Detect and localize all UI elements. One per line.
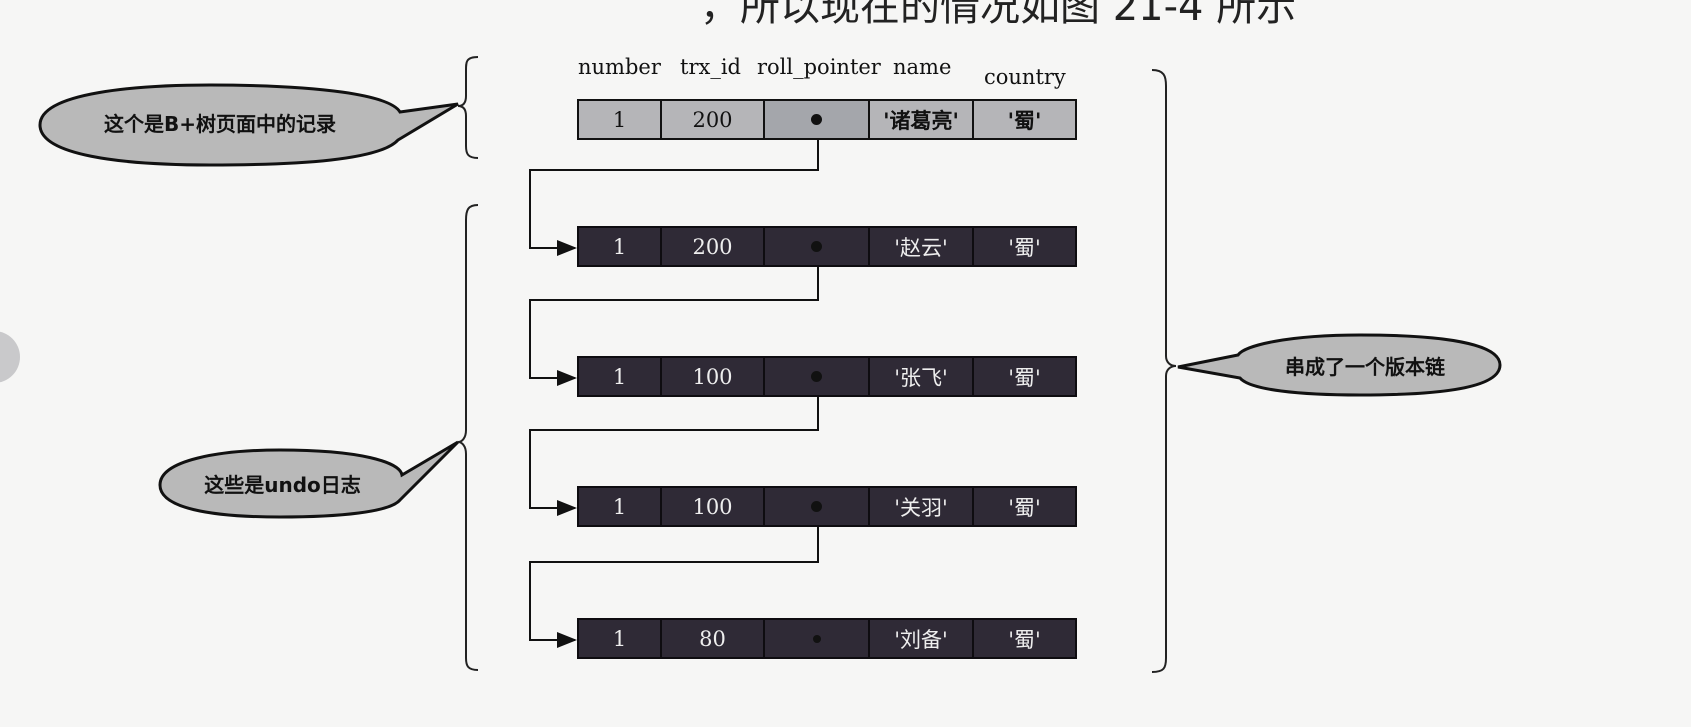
brace-undo: [457, 204, 479, 671]
cell-country: '蜀': [1008, 235, 1041, 260]
callout-undo: 这些是undo日志: [165, 455, 400, 511]
cell-number: 1: [579, 620, 662, 657]
column-header-name: name: [893, 55, 952, 79]
pointer-dot-icon: [811, 371, 822, 382]
cell-country: '蜀': [1007, 107, 1042, 133]
callout-chain-text: 串成了一个版本链: [1285, 354, 1445, 379]
column-header-country: country: [984, 65, 1066, 89]
cell-country: '蜀': [1008, 495, 1041, 520]
record-row: 1 200 '诸葛亮' '蜀': [577, 99, 1077, 140]
null-pointer-dot-icon: [812, 634, 821, 643]
column-header-number: number: [578, 55, 661, 79]
callout-bubble-record: [38, 83, 459, 167]
undo-log-row: 1 100 '张飞' '蜀': [577, 356, 1077, 397]
callout-undo-text: 这些是undo日志: [204, 472, 361, 497]
undo-log-row: 1 80 '刘备' '蜀': [577, 618, 1077, 659]
cell-number: 1: [579, 488, 662, 525]
cell-trx-id: 200: [662, 228, 765, 265]
callout-bubble-chain: [1177, 333, 1502, 397]
cell-name: '关羽': [870, 488, 974, 525]
page-caption-fragment: ，所以现在的情况如图 21-4 所示: [700, 0, 1297, 30]
cell-trx-id: 80: [662, 620, 765, 657]
callout-chain: 串成了一个版本链: [1235, 338, 1495, 392]
cell-trx-id: 200: [662, 101, 765, 138]
cell-country: '蜀': [1008, 365, 1041, 390]
cell-number: 1: [579, 358, 662, 395]
pointer-arrow-2: [529, 250, 819, 386]
pointer-arrow-3: [529, 380, 819, 516]
cell-country: '蜀': [1008, 627, 1041, 652]
column-header-roll-pointer: roll_pointer: [757, 55, 881, 79]
pointer-arrow-4: [529, 510, 819, 648]
cell-name: '刘备': [870, 620, 974, 657]
cell-name: '赵云': [870, 228, 974, 265]
cell-roll-pointer: [765, 358, 870, 395]
cell-roll-pointer: [765, 101, 870, 138]
brace-version-chain: [1151, 69, 1177, 673]
callout-bubble-undo: [158, 440, 460, 519]
undo-log-row: 1 100 '关羽' '蜀': [577, 486, 1077, 527]
cell-roll-pointer: [765, 228, 870, 265]
callout-record-text: 这个是B+树页面中的记录: [103, 111, 336, 136]
scroll-handle: [0, 331, 20, 383]
cell-name: '张飞': [870, 358, 974, 395]
cell-trx-id: 100: [662, 488, 765, 525]
cell-number: 1: [579, 101, 662, 138]
undo-log-row: 1 200 '赵云' '蜀': [577, 226, 1077, 267]
brace-record: [457, 56, 479, 159]
column-header-trx-id: trx_id: [680, 55, 741, 79]
pointer-dot-icon: [811, 241, 822, 252]
cell-roll-pointer: [765, 620, 870, 657]
cell-name: '诸葛亮': [870, 101, 974, 138]
callout-record: 这个是B+树页面中的记录: [40, 92, 400, 152]
pointer-arrow-1: [529, 120, 819, 256]
cell-number: 1: [579, 228, 662, 265]
pointer-dot-icon: [811, 114, 822, 125]
cell-roll-pointer: [765, 488, 870, 525]
pointer-dot-icon: [811, 501, 822, 512]
cell-trx-id: 100: [662, 358, 765, 395]
